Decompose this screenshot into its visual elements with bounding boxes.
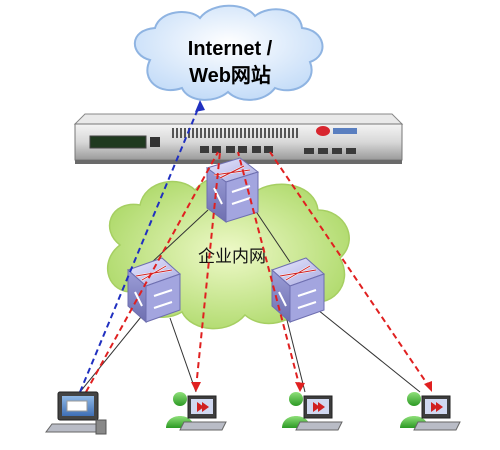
- arrow-down-icon: [295, 382, 305, 392]
- security-appliance: [73, 113, 404, 164]
- internet-title-line1: Internet /: [188, 38, 273, 60]
- red-dash-client3: [237, 151, 301, 389]
- client-user-3: [282, 392, 343, 431]
- client-computer-1: [45, 391, 107, 435]
- traffic-arrowheads: [191, 100, 432, 392]
- link-switch-right-client4: [317, 309, 421, 393]
- lan-label: 企业内网: [198, 247, 266, 267]
- forward-icon: [313, 402, 325, 412]
- link-switch-right-client3: [284, 311, 306, 393]
- link-top-left: [149, 209, 209, 265]
- forward-icon: [431, 402, 443, 412]
- link-top-right: [254, 209, 291, 263]
- client-user-4: [400, 392, 461, 431]
- arrow-down-icon: [191, 382, 201, 392]
- device-ports: [200, 146, 356, 154]
- red-dash-client4: [269, 151, 431, 389]
- internet-title-line2: Web网站: [189, 63, 271, 87]
- user-icon: [407, 392, 421, 406]
- traffic-lines: [79, 103, 431, 393]
- switch-right: [271, 257, 325, 324]
- user-icon: [173, 392, 187, 406]
- link-switch-left-client2: [169, 317, 197, 393]
- device-lcd: [89, 135, 147, 149]
- arrow-down-icon: [424, 381, 432, 392]
- device-vents: [172, 128, 298, 138]
- device-button: [150, 137, 160, 147]
- blue-dash-client-to-internet: [79, 103, 201, 393]
- device-logo-icon: [316, 126, 330, 136]
- red-dash-client1: [85, 151, 219, 393]
- arrow-up-icon: [195, 100, 205, 112]
- internet-cloud: Internet / Web网站: [133, 4, 324, 101]
- forward-icon: [197, 402, 209, 412]
- link-switch-left-client1: [79, 311, 146, 393]
- lan-links: [79, 209, 421, 393]
- client-user-2: [166, 392, 227, 431]
- device-brand-mark: [333, 128, 357, 134]
- switch-top: [205, 157, 260, 223]
- user-icon: [289, 392, 303, 406]
